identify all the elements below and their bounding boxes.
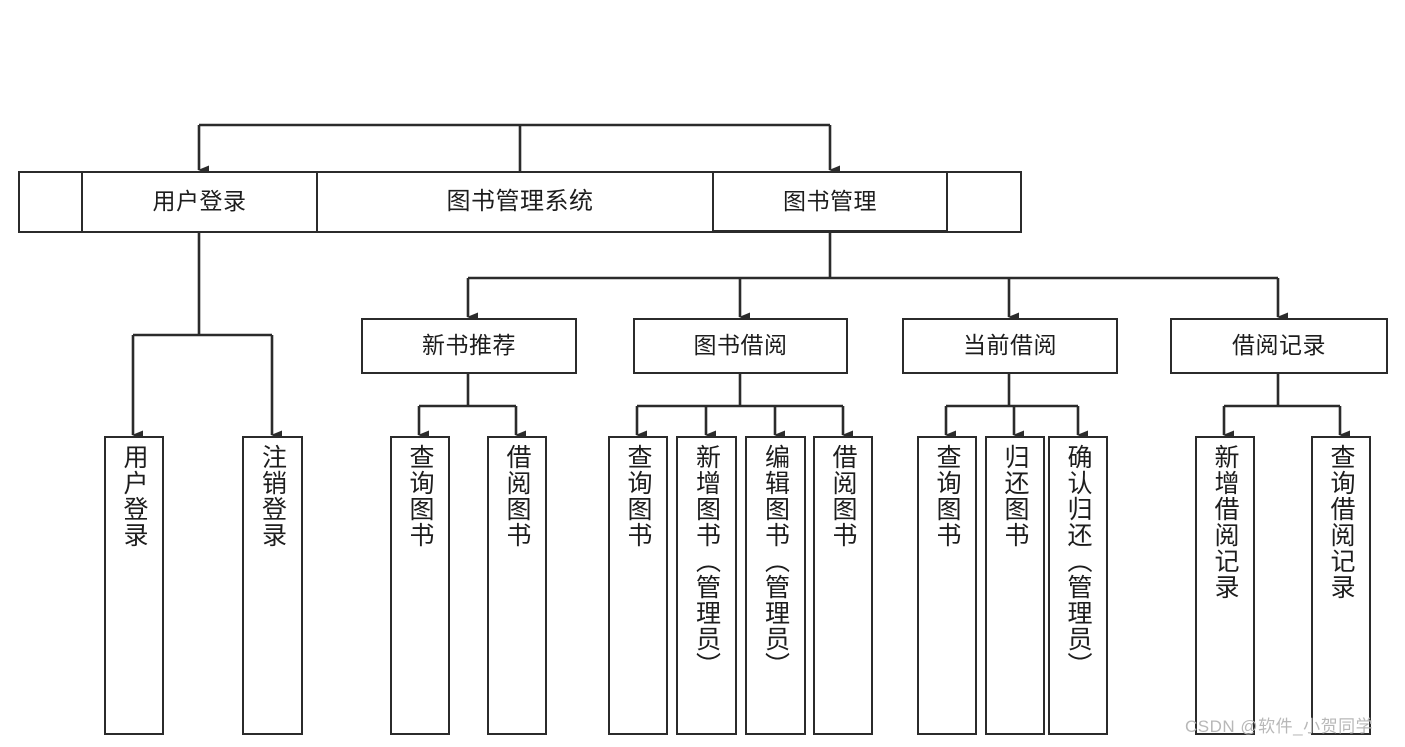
node-label: 确认归还（管理员）: [1064, 444, 1092, 678]
node-label: 新书推荐: [422, 332, 516, 359]
node-label: 新增图书（管理员）: [692, 444, 721, 678]
edges-group: [131, 123, 1350, 440]
node-label: 用户登录: [152, 188, 247, 215]
node-label: 查询图书: [933, 444, 961, 548]
edge-record-to-leaves: [1222, 374, 1350, 440]
node-l-bw-query[interactable]: 查询图书: [608, 436, 668, 735]
node-label: 图书管理系统: [446, 187, 594, 215]
node-label: 查询图书: [406, 444, 434, 548]
node-l-rec-query[interactable]: 查询借阅记录: [1311, 436, 1371, 735]
node-l-nb-borrow[interactable]: 借阅图书: [487, 436, 547, 735]
edge-new-book-to-leaves: [417, 374, 526, 440]
node-n-record[interactable]: 借阅记录: [1170, 318, 1388, 374]
node-n-book-manage[interactable]: 图书管理: [712, 171, 948, 232]
node-label: 当前借阅: [963, 332, 1057, 359]
node-n-borrow[interactable]: 图书借阅: [633, 318, 848, 374]
node-l-rec-add[interactable]: 新增借阅记录: [1195, 436, 1255, 735]
node-label: 借阅图书: [829, 444, 857, 548]
node-label: 图书管理: [783, 187, 877, 214]
node-l-cur-confirm[interactable]: 确认归还（管理员）: [1048, 436, 1108, 735]
node-l-nb-query[interactable]: 查询图书: [390, 436, 450, 735]
node-n-new-book[interactable]: 新书推荐: [361, 318, 577, 374]
node-l-cur-return[interactable]: 归还图书: [985, 436, 1045, 735]
node-l-bw-add[interactable]: 新增图书（管理员）: [676, 436, 737, 735]
node-l-user-login[interactable]: 用户登录: [104, 436, 164, 735]
node-n-user-login[interactable]: 用户登录: [81, 171, 318, 233]
node-n-current[interactable]: 当前借阅: [902, 318, 1118, 374]
node-l-bw-borrow[interactable]: 借阅图书: [813, 436, 873, 735]
node-l-user-logout[interactable]: 注销登录: [242, 436, 303, 735]
node-label: 查询借阅记录: [1327, 444, 1355, 600]
edge-borrow-to-leaves: [635, 374, 853, 440]
node-label: 图书借阅: [693, 332, 788, 359]
edge-current-to-leaves: [944, 374, 1088, 440]
node-label: 归还图书: [1001, 444, 1029, 548]
edge-user-login-to-leaves: [131, 233, 282, 440]
node-label: 编辑图书（管理员）: [761, 444, 790, 678]
node-label: 借阅记录: [1232, 332, 1326, 359]
node-label: 用户登录: [120, 444, 148, 548]
node-label: 查询图书: [624, 444, 652, 548]
node-l-cur-query[interactable]: 查询图书: [917, 436, 977, 735]
node-label: 注销登录: [258, 444, 287, 548]
node-label: 新增借阅记录: [1211, 444, 1239, 600]
node-label: 借阅图书: [503, 444, 531, 548]
watermark-text: CSDN @软件_小贺同学: [1185, 717, 1374, 736]
node-l-bw-edit[interactable]: 编辑图书（管理员）: [745, 436, 806, 735]
edge-book-manage-to-level3: [466, 232, 1288, 322]
